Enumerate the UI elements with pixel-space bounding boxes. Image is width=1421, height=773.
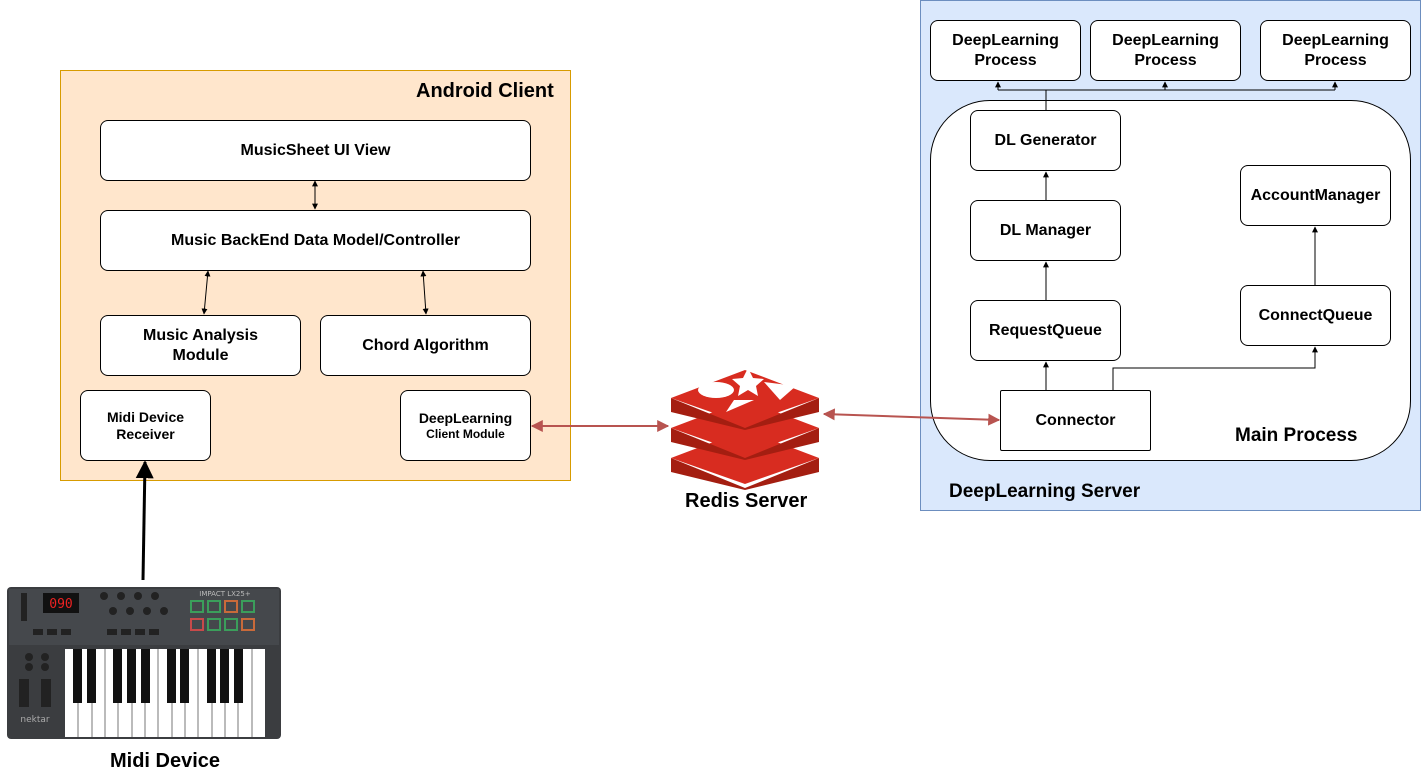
connect-queue-label: ConnectQueue [1258,306,1373,324]
midi-display-text: 090 [49,597,72,612]
arrow-connector-connectqueue [1112,346,1318,390]
music-backend-box[interactable]: Music BackEnd Data Model/Controller [100,210,531,271]
arrow-backend-chord [420,270,429,315]
redis-server-label: Redis Server [685,490,808,512]
connector-label: Connector [1035,411,1116,429]
deeplearning-server-title: DeepLearning Server [949,481,1141,502]
midi-device-receiver-box[interactable]: Midi Device Receiver [80,390,211,461]
dl-manager-label: DL Manager [999,221,1092,239]
account-manager-label: AccountManager [1250,186,1381,204]
dl-manager-box[interactable]: DL Manager [970,200,1121,261]
music-backend-label: Music BackEnd Data Model/Controller [171,231,460,249]
midi-device-label: Midi Device [110,750,221,772]
midi-receiver-label-1: Midi Device [106,408,185,425]
music-analysis-label-1: Music Analysis [142,327,258,345]
deeplearning-client-module-box[interactable]: DeepLearning Client Module [400,390,531,461]
dl-client-label-2: Client Module [426,426,505,441]
dl-client-label-1: DeepLearning [418,409,513,426]
android-client-title: Android Client [416,80,554,102]
midi-model-text: IMPACT LX25+ [199,590,251,598]
link-redis-connector [822,408,1001,426]
account-manager-box[interactable]: AccountManager [1240,165,1391,226]
arrow-backend-analysis [201,270,211,315]
arrow-midi-receiver [135,460,154,581]
midi-receiver-label-2: Receiver [116,425,175,442]
chord-algorithm-box[interactable]: Chord Algorithm [320,315,531,376]
request-queue-label: RequestQueue [989,321,1102,339]
dl-generator-box[interactable]: DL Generator [970,110,1121,171]
dl-process-label-1a: DeepLearning [952,32,1059,50]
connector-box[interactable]: Connector [1000,390,1151,451]
musicsheet-ui-view-label: MusicSheet UI View [240,141,391,159]
dl-process-label-3a: DeepLearning [1282,32,1389,50]
music-analysis-label-2: Module [172,346,229,364]
main-process-title: Main Process [1235,425,1358,446]
midi-brand-text: nektar [20,715,49,725]
chord-algorithm-label: Chord Algorithm [362,336,489,354]
connect-queue-box[interactable]: ConnectQueue [1240,285,1391,346]
deeplearning-process-box-3[interactable]: DeepLearning Process [1260,20,1411,81]
dl-process-label-3b: Process [1304,51,1367,69]
deeplearning-process-box-2[interactable]: DeepLearning Process [1090,20,1241,81]
dl-process-label-2a: DeepLearning [1112,32,1219,50]
request-queue-box[interactable]: RequestQueue [970,300,1121,361]
dl-generator-label: DL Generator [994,131,1097,149]
dl-process-label-2b: Process [1134,51,1197,69]
midi-keyboard-image: 090 IMPACT LX25+ nektar [7,587,281,739]
dl-process-label-1b: Process [974,51,1037,69]
redis-logo-icon [671,368,819,490]
deeplearning-process-box-1[interactable]: DeepLearning Process [930,20,1081,81]
music-analysis-box[interactable]: Music Analysis Module [100,315,301,376]
